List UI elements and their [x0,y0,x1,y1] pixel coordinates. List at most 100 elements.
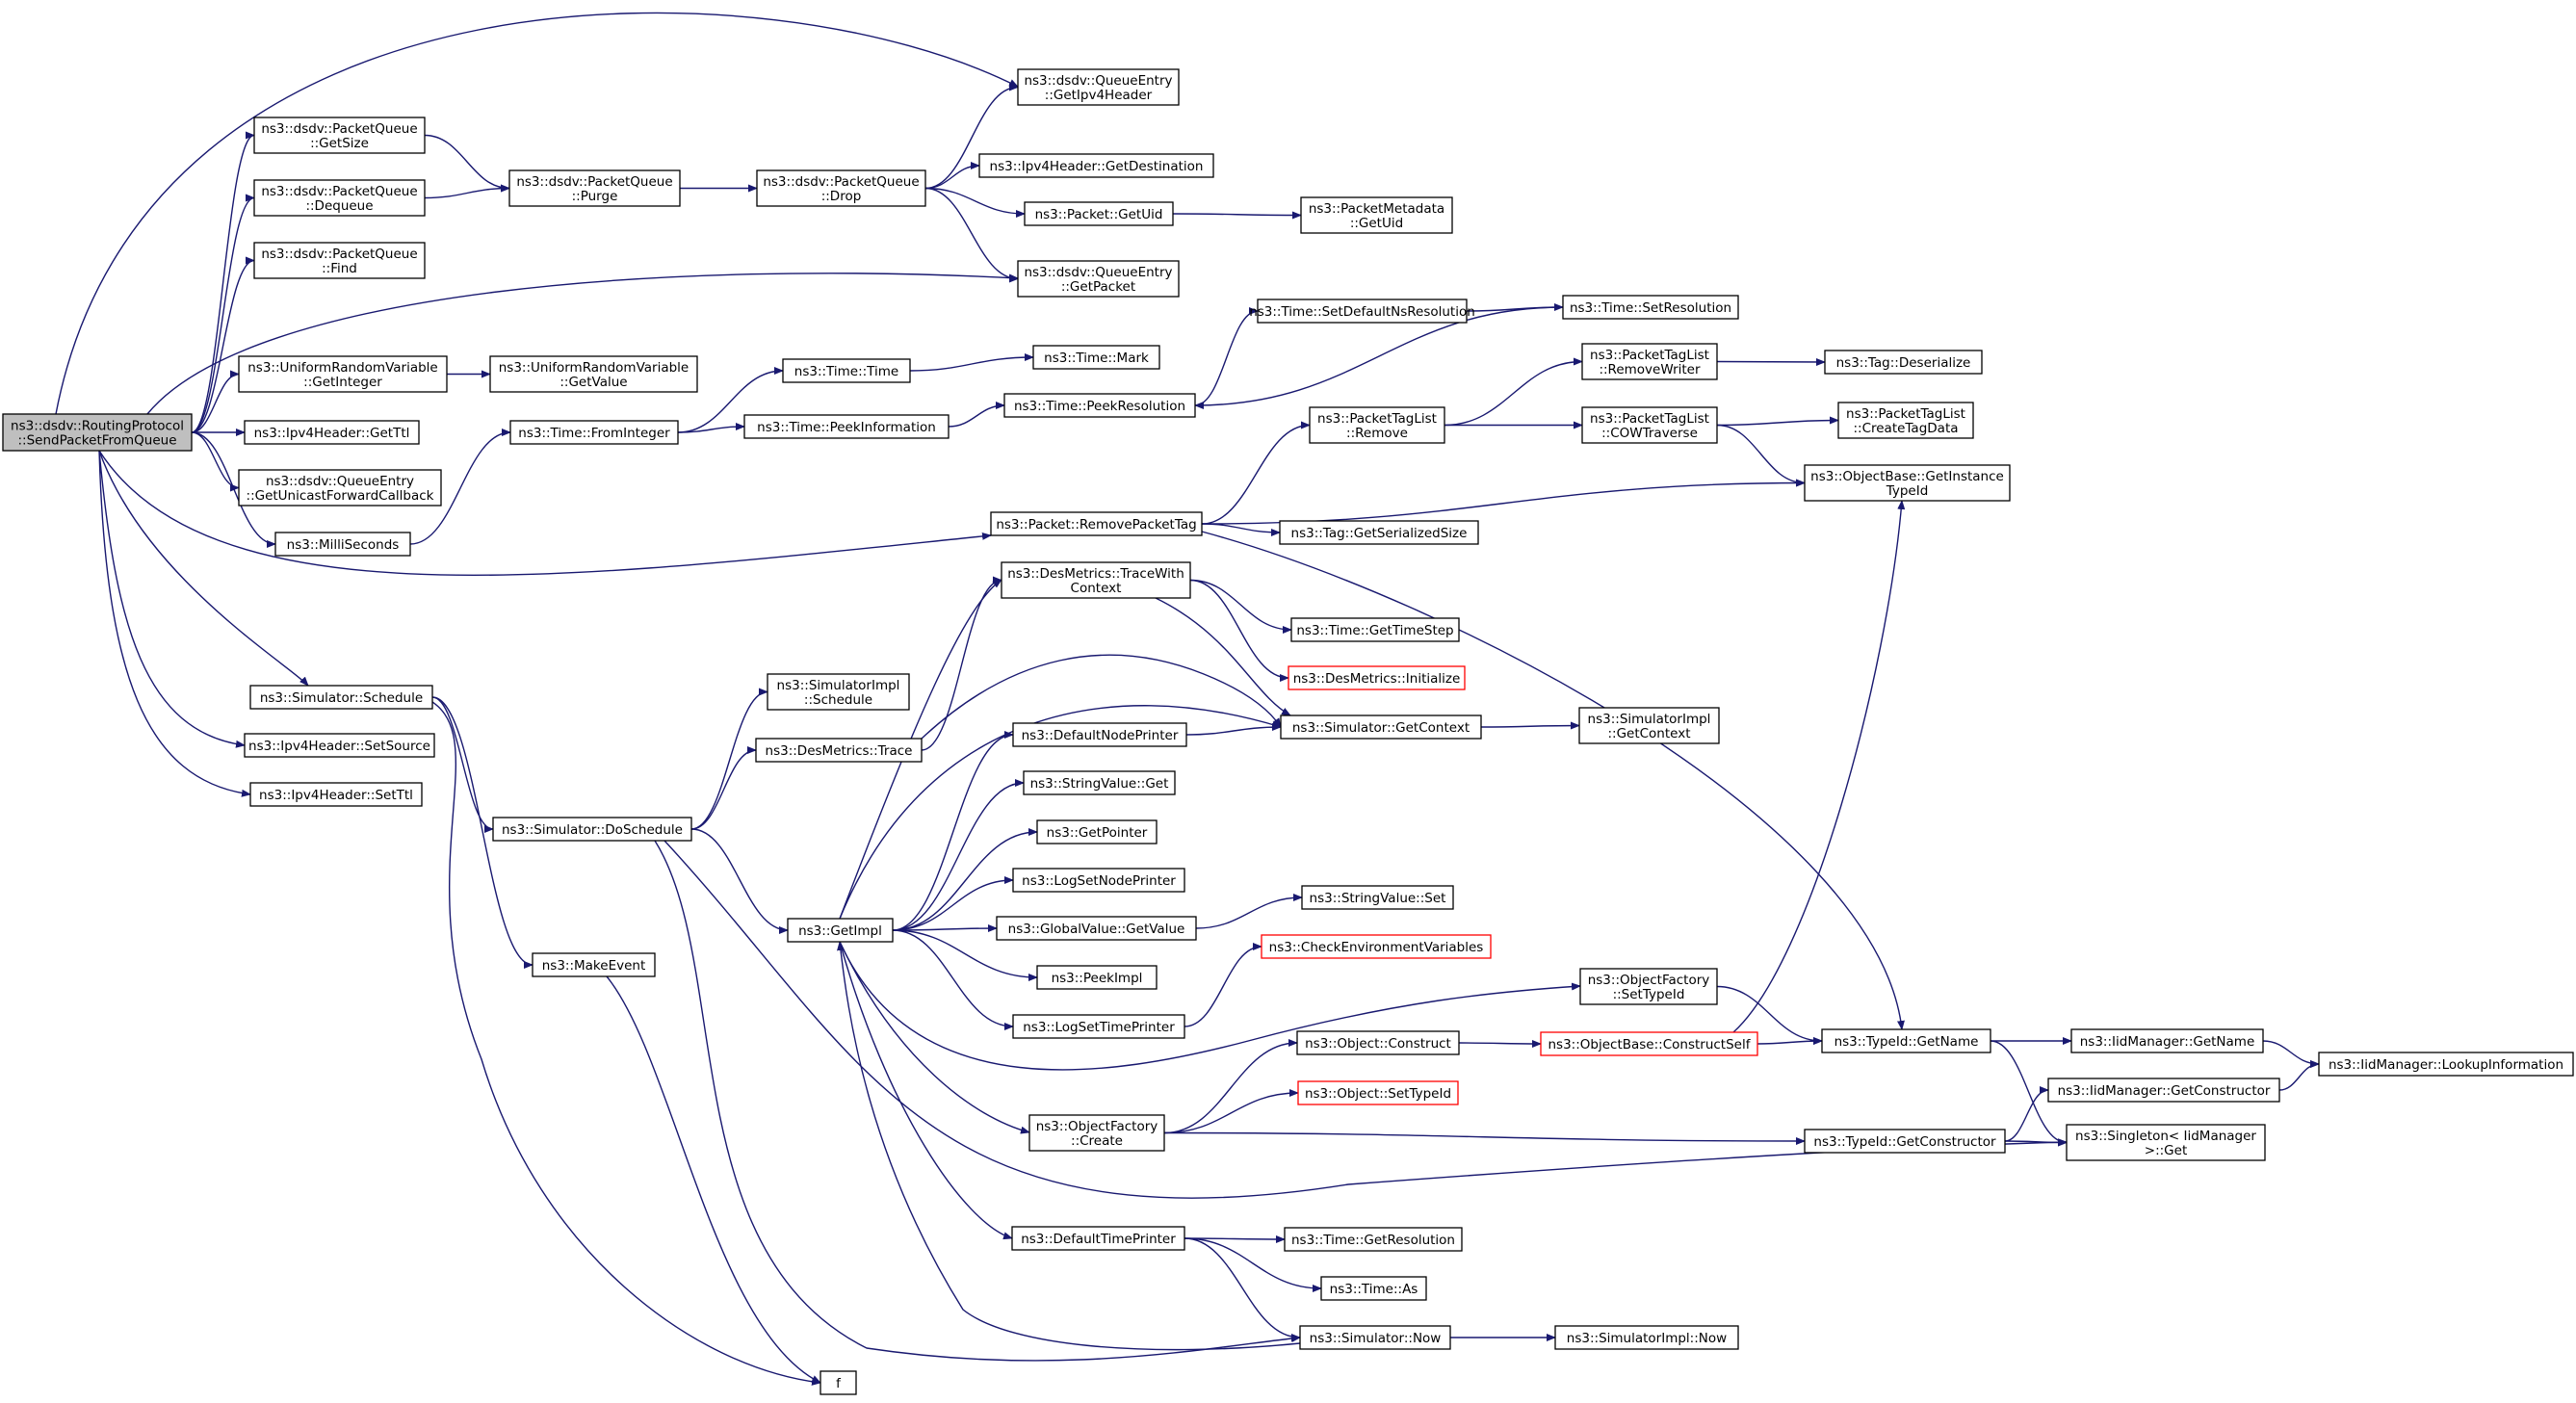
function-node-deftimeprinter[interactable]: ns3::DefaultTimePrinter [1011,1226,1185,1251]
call-edge-root-to-pkt_removetag [98,450,992,577]
function-node-desm-trace[interactable]: ns3::DesMetrics::Trace [755,738,923,763]
function-node-urv-getint[interactable]: ns3::UniformRandomVariable::GetInteger [238,355,448,393]
function-node-ipv4-setsource[interactable]: ns3::Ipv4Header::SetSource [244,733,435,758]
function-node-peekimpl[interactable]: ns3::PeekImpl [1036,965,1158,990]
node-label-line: ns3::Time::GetTimeStep [1296,623,1453,638]
function-node-pkt-getuid[interactable]: ns3::Packet::GetUid [1024,201,1174,226]
call-edge-desm_tracectx-to-sim_getctx [1155,597,1291,716]
function-node-pkt-removetag[interactable]: ns3::Packet::RemovePacketTag [990,511,1203,536]
node-label-line: ns3::IidManager::GetName [2080,1034,2255,1050]
node-label-line: ns3::DefaultTimePrinter [1021,1232,1176,1247]
function-node-simimpl-getctx[interactable]: ns3::SimulatorImpl::GetContext [1578,707,1720,744]
function-node-iidm-lookup[interactable]: ns3::IidManager::LookupInformation [2318,1052,2574,1077]
node-label-line: ns3::Simulator::DoSchedule [502,822,683,838]
function-node-pq-drop[interactable]: ns3::dsdv::PacketQueue::Drop [756,169,926,207]
function-node-simimpl-schedule[interactable]: ns3::SimulatorImpl::Schedule [767,673,910,711]
function-node-makeevent[interactable]: ns3::MakeEvent [532,952,656,977]
function-node-desm-init[interactable]: ns3::DesMetrics::Initialize [1288,665,1466,690]
node-label-line: ns3::Time::As [1330,1282,1418,1297]
function-node-milliseconds[interactable]: ns3::MilliSeconds [274,532,411,557]
function-node-checkenv[interactable]: ns3::CheckEnvironmentVariables [1261,934,1492,959]
node-label-line: ns3::Ipv4Header::SetSource [248,739,430,754]
function-node-time-mark[interactable]: ns3::Time::Mark [1032,345,1160,370]
function-node-root[interactable]: ns3::dsdv::RoutingProtocol::SendPacketFr… [2,413,193,452]
function-node-time-gettimestep[interactable]: ns3::Time::GetTimeStep [1290,617,1460,642]
call-edge-root-to-milliseconds [191,431,276,548]
function-node-typeid-getname[interactable]: ns3::TypeId::GetName [1821,1028,1991,1053]
function-node-time-fromint[interactable]: ns3::Time::FromInteger [509,420,679,445]
function-node-ob-constructself[interactable]: ns3::ObjectBase::ConstructSelf [1540,1031,1758,1056]
node-box [249,685,433,710]
function-node-sv-set[interactable]: ns3::StringValue::Set [1301,885,1454,910]
function-node-obj-settypeid[interactable]: ns3::Object::SetTypeId [1297,1080,1459,1105]
node-label-line: ::GetUid [1350,216,1403,231]
function-node-defnodeprinter[interactable]: ns3::DefaultNodePrinter [1012,722,1187,747]
function-node-pq-find[interactable]: ns3::dsdv::PacketQueue::Find [253,242,426,279]
function-node-getpointer[interactable]: ns3::GetPointer [1036,819,1158,844]
function-node-f[interactable]: f [820,1370,857,1395]
node-label-line: ns3::PacketTagList [1590,411,1709,427]
node-label-line: ns3::ObjectBase::GetInstance [1810,469,2004,484]
function-node-singleton-get[interactable]: ns3::Singleton< IidManager >::Get [2066,1124,2266,1161]
function-node-getimpl[interactable]: ns3::GetImpl [787,918,894,943]
function-node-time-setres[interactable]: ns3::Time::SetResolution [1562,295,1739,320]
call-edge-getimpl-to-gv_getvalue [892,924,998,933]
call-edge-sim_doschedule-to-sim_now [654,840,1301,1362]
function-node-ipv4-setttl[interactable]: ns3::Ipv4Header::SetTtl [249,782,423,807]
node-box [1279,520,1479,545]
function-node-time-peekinfo[interactable]: ns3::Time::PeekInformation [743,414,950,439]
function-node-ptl-createtag[interactable]: ns3::PacketTagList::CreateTagData [1837,402,1974,439]
function-node-qe-getpacket[interactable]: ns3::dsdv::QueueEntry::GetPacket [1017,260,1180,298]
function-node-ptl-removewriter[interactable]: ns3::PacketTagList::RemoveWriter [1581,343,1718,380]
function-node-of-settypeid[interactable]: ns3::ObjectFactory::SetTypeId [1579,968,1718,1005]
node-box [990,511,1203,536]
function-node-pm-getuid[interactable]: ns3::PacketMetadata::GetUid [1300,196,1453,234]
function-node-iidm-getname[interactable]: ns3::IidManager::GetName [2070,1028,2264,1053]
function-node-sim-schedule[interactable]: ns3::Simulator::Schedule [249,685,433,710]
call-edge-ob_constructself-to-ob_getinst [1732,500,1906,1033]
function-node-tag-getsersize[interactable]: ns3::Tag::GetSerializedSize [1279,520,1479,545]
function-nodes: ns3::dsdv::RoutingProtocol::SendPacketFr… [2,68,2574,1395]
call-edge-time_setres-to-time_peekres [1194,306,1564,409]
function-node-time-peekres[interactable]: ns3::Time::PeekResolution [1003,393,1196,418]
function-node-tag-deser[interactable]: ns3::Tag::Deserialize [1824,350,1983,375]
node-box [1261,934,1492,959]
function-node-time-time[interactable]: ns3::Time::Time [782,358,911,383]
function-node-pq-dequeue[interactable]: ns3::dsdv::PacketQueue::Dequeue [253,179,426,217]
call-edge-defnodeprinter-to-sim_getctx [1185,723,1282,736]
function-node-gv-getvalue[interactable]: ns3::GlobalValue::GetValue [996,916,1197,941]
call-edge-root-to-pq_getsize [191,131,255,433]
function-node-ptl-cow[interactable]: ns3::PacketTagList::COWTraverse [1581,406,1718,444]
function-node-qe-getipv4[interactable]: ns3::dsdv::QueueEntry::GetIpv4Header [1017,68,1180,106]
node-box [253,179,426,217]
function-node-time-setdefres[interactable]: ns3::Time::SetDefaultNsResolution [1249,299,1475,324]
function-node-simimpl-now[interactable]: ns3::SimulatorImpl::Now [1554,1325,1739,1350]
function-node-pq-purge[interactable]: ns3::dsdv::PacketQueue::Purge [508,169,681,207]
node-box [1284,1227,1463,1252]
function-node-ipv4-getdest[interactable]: ns3::Ipv4Header::GetDestination [978,153,1214,178]
function-node-typeid-getctor[interactable]: ns3::TypeId::GetConstructor [1804,1129,2006,1154]
node-label-line: ::Remove [1346,426,1408,441]
function-node-sv-get[interactable]: ns3::StringValue::Get [1023,770,1176,795]
node-label-line: ns3::GetPointer [1047,825,1148,841]
function-node-sim-getctx[interactable]: ns3::Simulator::GetContext [1280,714,1482,740]
function-node-sim-now[interactable]: ns3::Simulator::Now [1299,1325,1451,1350]
function-node-of-create[interactable]: ns3::ObjectFactory::Create [1028,1114,1165,1152]
call-edge-of_settypeid-to-typeid_getname [1716,985,1823,1045]
function-node-iidm-getctor[interactable]: ns3::IidManager::GetConstructor [2047,1078,2280,1103]
node-label-line: ::Schedule [804,692,872,708]
node-box [1003,393,1196,418]
function-node-qe-getucb[interactable]: ns3::dsdv::QueueEntry::GetUnicastForward… [238,469,442,507]
function-node-time-getres[interactable]: ns3::Time::GetResolution [1284,1227,1463,1252]
function-node-time-as[interactable]: ns3::Time::As [1320,1276,1427,1301]
function-node-pq-getsize[interactable]: ns3::dsdv::PacketQueue::GetSize [253,117,426,154]
function-node-logsetnodeprinter[interactable]: ns3::LogSetNodePrinter [1012,868,1185,893]
function-node-logsettimeprinter[interactable]: ns3::LogSetTimePrinter [1012,1014,1185,1039]
function-node-obj-construct[interactable]: ns3::Object::Construct [1296,1030,1460,1055]
function-node-ipv4-getttl[interactable]: ns3::Ipv4Header::GetTtl [244,420,420,445]
function-node-ptl-remove[interactable]: ns3::PacketTagList::Remove [1309,406,1445,444]
function-node-sim-doschedule[interactable]: ns3::Simulator::DoSchedule [492,817,692,842]
function-node-urv-getval[interactable]: ns3::UniformRandomVariable::GetValue [489,355,698,393]
